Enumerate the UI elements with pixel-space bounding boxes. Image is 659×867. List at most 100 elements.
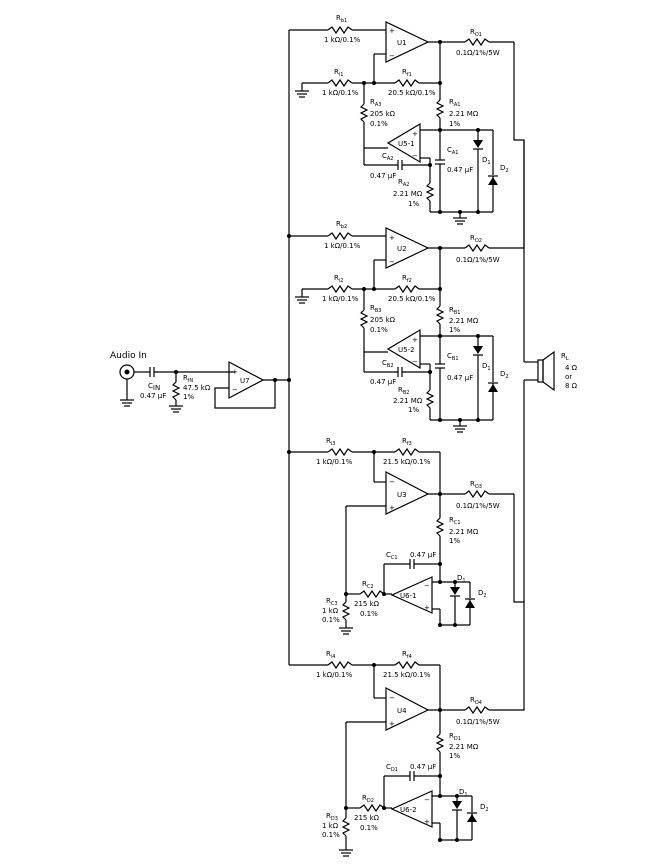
svg-text:−: −: [412, 358, 418, 366]
ra1-tol: 1%: [449, 120, 460, 128]
rin-name: RIN: [183, 374, 193, 384]
rl-name: RL: [561, 352, 569, 362]
rl-alt: 8 Ω: [565, 382, 578, 390]
cc1-value: 0.47 µF: [410, 551, 436, 559]
rf1-resistor: [394, 79, 420, 87]
svg-text:−: −: [389, 478, 395, 486]
rl-or: or: [565, 373, 572, 381]
d1-diode-2: [472, 345, 484, 356]
rf3-resistor: [394, 448, 420, 456]
u2-opamp: [385, 227, 430, 269]
ri2-value: 1 kΩ/0.1%: [322, 295, 359, 303]
ro4-resistor: [464, 706, 490, 714]
input-section: Audio In CIN 0.47 µF RIN 47.5 kΩ 1% + − …: [110, 351, 291, 413]
svg-text:+: +: [412, 336, 418, 344]
rf4-name: Rf4: [402, 650, 412, 660]
rl-value: 4 Ω: [565, 364, 578, 372]
cb2-value: 0.47 µF: [370, 378, 396, 386]
d1-name: D1: [482, 156, 491, 166]
u7-label: U7: [240, 377, 250, 385]
cin-value: 0.47 µF: [140, 392, 166, 400]
svg-text:−: −: [424, 796, 430, 804]
u5-2-label: U5-2: [398, 346, 415, 354]
ro3-resistor: [464, 490, 490, 498]
cb1-capacitor: [434, 363, 446, 369]
rd1-value: 2.21 MΩ: [449, 743, 479, 751]
rin-tol: 1%: [183, 393, 194, 401]
u3-opamp: [385, 471, 430, 515]
ro3-value: 0.1Ω/1%/5W: [456, 502, 500, 510]
rc1-name: RC1: [449, 516, 461, 526]
ro1-value: 0.1Ω/1%/5W: [456, 49, 500, 57]
audio-in-label: Audio In: [110, 351, 147, 361]
d2-name-2: D2: [500, 370, 509, 380]
cb1-value: 0.47 µF: [447, 374, 473, 382]
u4-label: U4: [397, 707, 407, 715]
ri4-value: 1 kΩ/0.1%: [316, 671, 353, 679]
u7-opamp: [228, 361, 265, 399]
speaker-cone: [542, 350, 555, 392]
output-bus: RL 4 Ω or 8 Ω: [513, 42, 578, 711]
ri1-resistor: [327, 79, 353, 87]
rd3-tol: 0.1%: [322, 831, 340, 839]
rd2-value: 215 kΩ: [354, 814, 380, 822]
d1-diode: [472, 139, 484, 150]
ca2-capacitor: [397, 159, 403, 171]
rin-resistor: [172, 381, 180, 401]
u2-label: U2: [397, 245, 407, 253]
cb1-name: CB1: [447, 352, 459, 362]
rb1b-tol: 1%: [449, 326, 460, 334]
rc2-resistor: [359, 590, 385, 598]
channel-3: Ri3 1 kΩ/0.1% Rf3 21.5 kΩ/0.1% − + U3 RO…: [289, 437, 514, 635]
rf2-name: Rf2: [402, 274, 412, 284]
rb2b-resistor: [426, 389, 434, 409]
rb2b-tol: 1%: [408, 406, 419, 414]
ra1-value: 2.21 MΩ: [449, 110, 479, 118]
ro1-name: RO1: [470, 28, 482, 38]
cin-capacitor: [149, 366, 155, 378]
d1-name-4: D1: [459, 788, 468, 798]
svg-text:−: −: [424, 582, 430, 590]
ca2-value: 0.47 µF: [370, 172, 396, 180]
rc3-resistor: [342, 601, 350, 621]
rf2-value: 20.5 kΩ/0.1%: [388, 295, 436, 303]
u5-2-opamp: [386, 328, 421, 370]
rb1b-value: 2.21 MΩ: [449, 317, 479, 325]
rc1-resistor: [436, 517, 444, 537]
svg-text:+: +: [232, 368, 238, 376]
ro2-value: 0.1Ω/1%/5W: [456, 256, 500, 264]
ri2-name: Ri2: [334, 274, 343, 284]
ro2-name: RO2: [470, 234, 482, 244]
rd2-tol: 0.1%: [360, 824, 378, 832]
rb2-name: Rb2: [336, 220, 347, 230]
svg-text:+: +: [424, 818, 430, 826]
cd1-name: CD1: [386, 763, 398, 773]
cb2-name: CB2: [382, 359, 394, 369]
cc1-capacitor: [409, 558, 415, 570]
svg-text:+: +: [412, 130, 418, 138]
ra2-value: 2.21 MΩ: [393, 190, 423, 198]
svg-text:−: −: [412, 152, 418, 160]
u6-2-opamp: [390, 790, 433, 828]
ro4-name: RO4: [470, 696, 482, 706]
rc3-tol: 0.1%: [322, 616, 340, 624]
rc2-name: RC2: [362, 580, 374, 590]
rc2-tol: 0.1%: [360, 610, 378, 618]
svg-text:+: +: [389, 720, 395, 728]
ra1-resistor: [436, 99, 444, 119]
rb3-tol: 0.1%: [370, 326, 388, 334]
rd2-resistor: [359, 804, 385, 812]
svg-text:+: +: [389, 27, 395, 35]
ri3-name: Ri3: [326, 437, 335, 447]
cb2-capacitor: [397, 366, 403, 378]
ro2-resistor: [464, 244, 490, 252]
cin-name: CIN: [148, 382, 160, 392]
channel-1: Rb1 1 kΩ/0.1% + − U1 RO1 0.1Ω/1%/5W Ri1 …: [289, 14, 514, 225]
rf3-value: 21.5 kΩ/0.1%: [383, 458, 431, 466]
ra3-name: RA3: [370, 98, 381, 108]
rin-value: 47.5 kΩ: [183, 384, 211, 392]
rc3-name: RC3: [326, 597, 338, 607]
rf3-name: Rf3: [402, 437, 412, 447]
cc1-name: CC1: [386, 551, 398, 561]
